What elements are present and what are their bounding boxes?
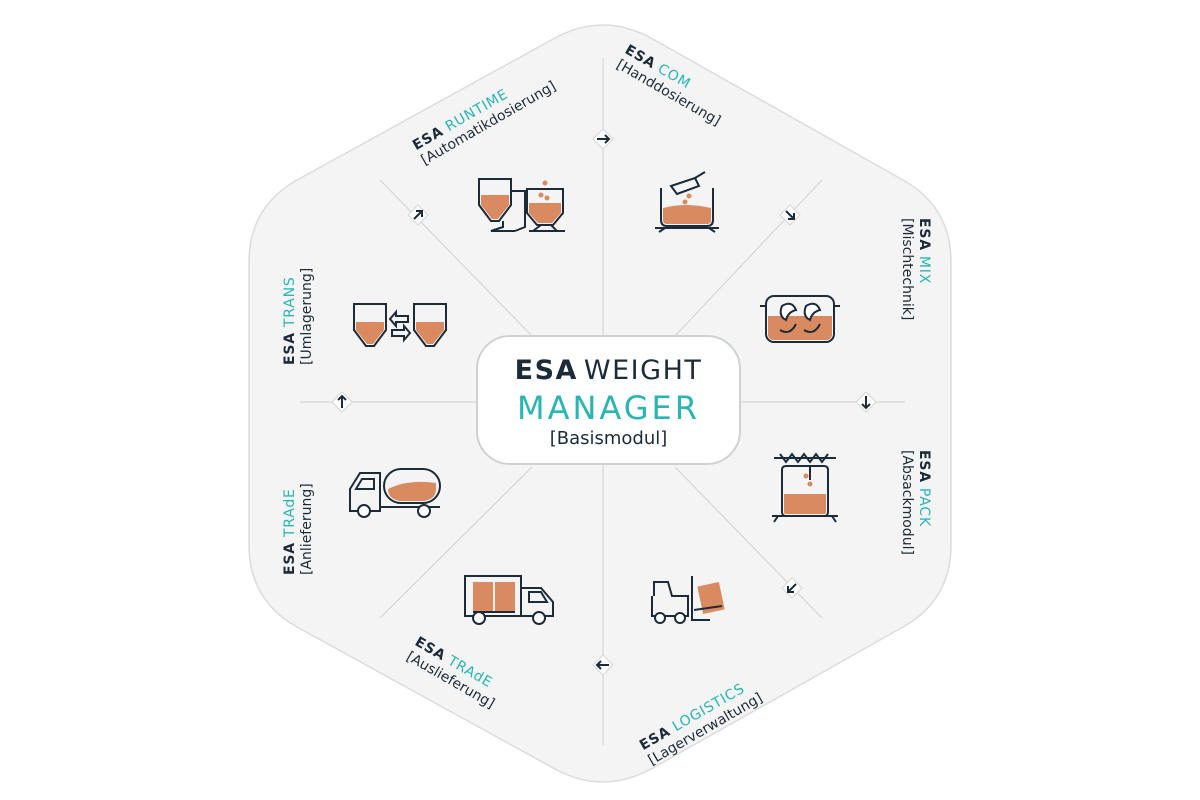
arrow-down-right-icon bbox=[779, 204, 801, 226]
automatic-dosing-icon bbox=[478, 178, 565, 232]
arrow-left-icon bbox=[592, 654, 614, 676]
center-brand: ESA bbox=[514, 355, 578, 386]
module-label-trans: ESATRANS [Umlagerung] bbox=[282, 267, 315, 365]
forklift-icon bbox=[651, 576, 725, 624]
module-label-mix: ESAMIX [Mischtechnik] bbox=[899, 218, 932, 321]
center-subtitle: [Basismodul] bbox=[549, 428, 668, 449]
module-label-pack: ESAPACK [Absackmodul] bbox=[899, 450, 932, 555]
module-label-trade-in: ESATRAdE [Anlieferung] bbox=[282, 483, 315, 575]
delivery-truck-icon bbox=[464, 575, 554, 625]
arrow-up-right-icon bbox=[407, 204, 429, 226]
mixer-icon bbox=[760, 295, 840, 343]
center-title: WEIGHT bbox=[583, 355, 703, 386]
flow-arrows bbox=[331, 128, 877, 676]
arrow-down-icon bbox=[855, 391, 877, 413]
arrow-up-icon bbox=[331, 391, 353, 413]
bagging-icon bbox=[772, 452, 838, 523]
hand-dosing-icon bbox=[655, 171, 719, 233]
arrow-right-icon bbox=[592, 128, 614, 150]
tanker-truck-icon bbox=[349, 468, 441, 518]
center-title-line2: MANAGER bbox=[516, 389, 700, 427]
silo-transfer-icon bbox=[353, 303, 447, 347]
arrow-down-left-icon bbox=[781, 577, 803, 599]
